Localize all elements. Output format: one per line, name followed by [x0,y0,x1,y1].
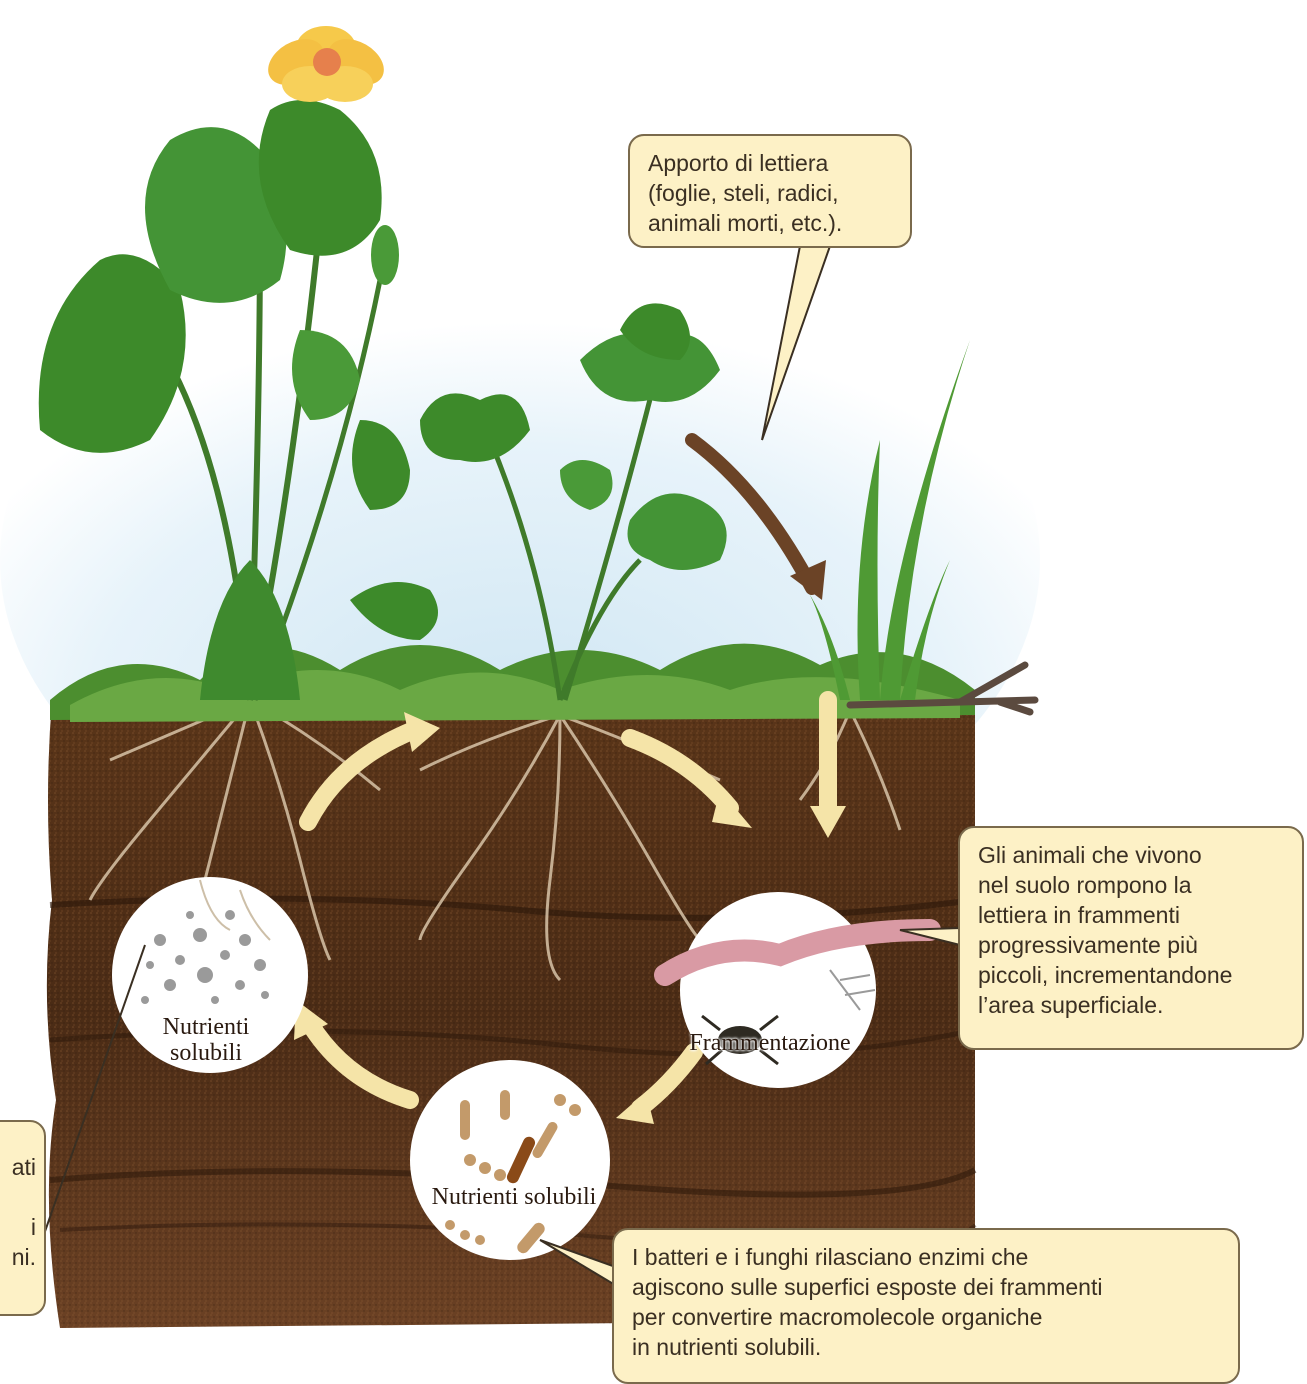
callout-line: i [0,1212,36,1242]
yellow-flower [260,26,392,102]
label-nutrienti-solubili-bottom: Nutrienti solubili [394,1184,634,1210]
label-line: Nutrienti [136,1014,276,1040]
callout-line: Apporto di lettiera [648,148,892,178]
callout-line: piccoli, incrementandone [978,960,1284,990]
callout-line: ni. [0,1242,36,1272]
callout-line: progressivamente più [978,930,1284,960]
callout-line: nel suolo rompono la [978,870,1284,900]
callout-line: lettiera in frammenti [978,900,1284,930]
callout-litter-input: Apporto di lettiera (foglie, steli, radi… [628,134,912,248]
callout-soil-animals: Gli animali che vivono nel suolo rompono… [958,826,1304,1050]
callout-line: (foglie, steli, radici, [648,178,892,208]
callout-bacteria-fungi: I batteri e i funghi rilasciano enzimi c… [612,1228,1240,1384]
callout-line: animali morti, etc.). [648,208,892,238]
callout-line: I batteri e i funghi rilasciano enzimi c… [632,1242,1220,1272]
callout-line: ati [0,1152,36,1182]
label-frammentazione: Frammentazione [650,1030,890,1056]
circle-decomposition [410,1060,610,1260]
label-line: solubili [136,1040,276,1066]
callout-line: l’area superficiale. [978,990,1284,1020]
callout-line: Gli animali che vivono [978,840,1284,870]
callout-line: per convertire macromolecole organiche [632,1302,1220,1332]
callout-left-partial: ati i ni. [0,1120,46,1316]
label-nutrienti-solubili-left: Nutrienti solubili [136,1014,276,1066]
callout-line: in nutrienti solubili. [632,1332,1220,1362]
callout-line: agiscono sulle superfici esposte dei fra… [632,1272,1220,1302]
